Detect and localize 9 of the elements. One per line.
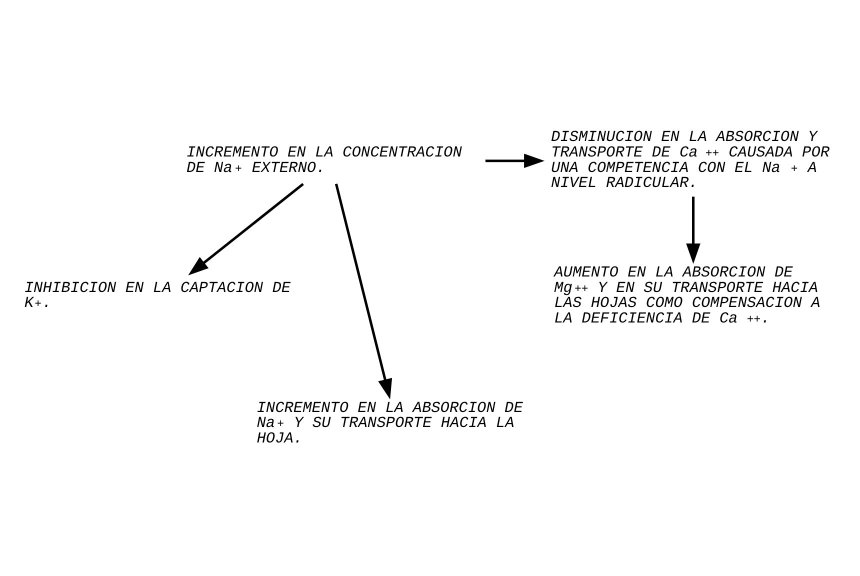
node-text: AUMENTO EN LA ABSORCION DE Mg++ Y EN SU TRANSPORTE HACIA LAS HOJAS COMO COMPENSACION A LA DEFICIENCIA DE Ca++.: [554, 263, 820, 327]
node-text: INCREMENTO EN LA ABSORCION DE Na+ Y SU TRANSPORTE HACIA LA HOJA.: [256, 398, 523, 447]
node-text: DISMINUCION EN LA ABSORCION Y TRANSPORTE DE Ca++ CAUSADA POR UNA COMPETENCIA CON EL Na+ A NIVEL RADICULAR.: [550, 128, 830, 192]
node-text: INCREMENTO EN LA CONCENTRACION DE Na+ EXTERNO.: [186, 143, 462, 176]
arrow: [686, 196, 700, 264]
arrow: [485, 153, 545, 168]
node-text: INHIBICION EN LA CAPTACION DE K+.: [24, 278, 291, 312]
arrow: [188, 182, 304, 275]
arrow: [334, 183, 392, 399]
